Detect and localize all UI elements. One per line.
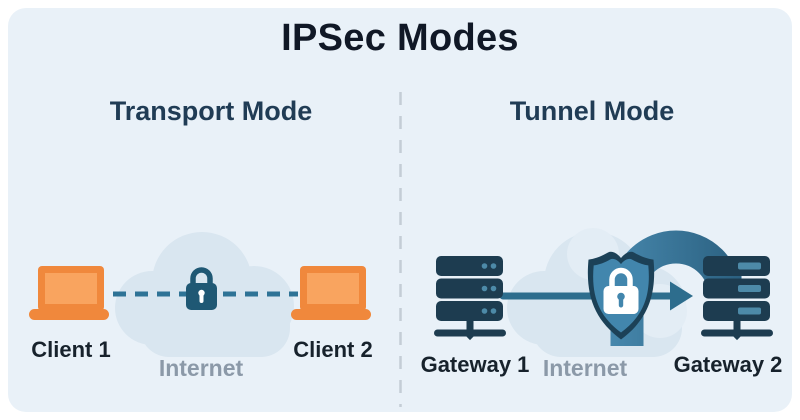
internet-label-tunnel: Internet <box>542 355 628 381</box>
gateway1-label: Gateway 1 <box>420 352 530 377</box>
transport-mode-heading: Transport Mode <box>109 96 313 126</box>
tunnel-diagram <box>434 228 773 357</box>
shield-lock-icon <box>587 251 655 340</box>
gateway2-label: Gateway 2 <box>673 352 783 377</box>
client2-label: Client 2 <box>293 337 373 362</box>
gateway1-server-icon <box>434 256 506 341</box>
tunnel-mode-heading: Tunnel Mode <box>509 96 675 126</box>
client1-laptop-icon <box>29 266 109 320</box>
arrow-right-icon <box>648 281 693 311</box>
internet-cloud-icon <box>115 232 294 357</box>
client1-label: Client 1 <box>31 337 111 362</box>
client2-laptop-icon <box>291 266 371 320</box>
internet-label-transport: Internet <box>158 355 244 381</box>
transport-diagram <box>29 232 371 357</box>
page-title: IPSec Modes <box>281 17 519 59</box>
gateway2-server-icon <box>701 256 773 341</box>
lock-icon <box>186 267 217 310</box>
